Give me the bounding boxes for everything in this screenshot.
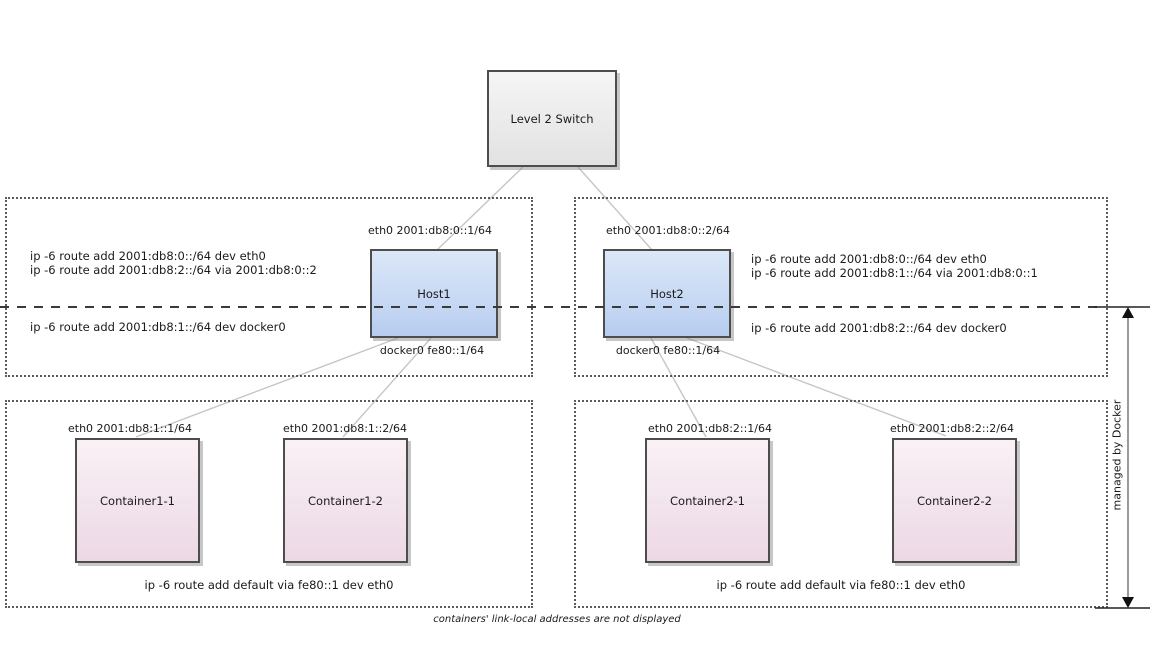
container2-2-label: Container2-2 bbox=[917, 493, 992, 508]
host2-zone bbox=[574, 197, 1108, 377]
host1-route-eth0: ip -6 route add 2001:db8:0::/64 dev eth0 bbox=[30, 249, 266, 263]
container2-2-eth0-label: eth0 2001:db8:2::2/64 bbox=[889, 422, 1015, 435]
container1-1-eth0-label: eth0 2001:db8:1::1/64 bbox=[67, 422, 193, 435]
containers2-default-route: ip -6 route add default via fe80::1 dev … bbox=[716, 578, 966, 592]
host2-docker0-label: docker0 fe80::1/64 bbox=[615, 344, 721, 357]
host1-route-via: ip -6 route add 2001:db8:2::/64 via 2001… bbox=[30, 263, 317, 277]
host1-label: Host1 bbox=[417, 286, 451, 301]
host1-zone bbox=[5, 197, 533, 377]
host2-label: Host2 bbox=[650, 286, 684, 301]
managed-by-arrowhead-up bbox=[1122, 307, 1134, 318]
containers2-zone bbox=[574, 400, 1108, 608]
container1-2-node: Container1-2 bbox=[283, 438, 408, 563]
managed-by-docker-label: managed by Docker bbox=[1110, 399, 1124, 511]
host1-docker0-label: docker0 fe80::1/64 bbox=[379, 344, 485, 357]
switch-node: Level 2 Switch bbox=[487, 70, 617, 167]
host1-node: Host1 bbox=[370, 249, 498, 338]
container2-1-label: Container2-1 bbox=[670, 493, 745, 508]
managed-by-arrowhead-down bbox=[1122, 597, 1134, 608]
container2-1-node: Container2-1 bbox=[645, 438, 770, 563]
container2-1-eth0-label: eth0 2001:db8:2::1/64 bbox=[647, 422, 773, 435]
container1-1-label: Container1-1 bbox=[100, 493, 175, 508]
switch-label: Level 2 Switch bbox=[510, 111, 594, 126]
host2-eth0-label: eth0 2001:db8:0::2/64 bbox=[605, 224, 731, 237]
container1-1-node: Container1-1 bbox=[75, 438, 200, 563]
host2-node: Host2 bbox=[603, 249, 731, 338]
containers1-zone bbox=[5, 400, 533, 608]
host2-upper-routes: ip -6 route add 2001:db8:0::/64 dev eth0… bbox=[751, 252, 1038, 280]
host1-lower-route: ip -6 route add 2001:db8:1::/64 dev dock… bbox=[30, 320, 286, 334]
host2-lower-route: ip -6 route add 2001:db8:2::/64 dev dock… bbox=[751, 321, 1007, 335]
host2-route-via: ip -6 route add 2001:db8:1::/64 via 2001… bbox=[751, 266, 1038, 280]
container1-2-eth0-label: eth0 2001:db8:1::2/64 bbox=[282, 422, 408, 435]
containers1-default-route: ip -6 route add default via fe80::1 dev … bbox=[144, 578, 394, 592]
host1-eth0-label: eth0 2001:db8:0::1/64 bbox=[367, 224, 493, 237]
diagram-caption: containers' link-local addresses are not… bbox=[433, 614, 681, 625]
host1-upper-routes: ip -6 route add 2001:db8:0::/64 dev eth0… bbox=[30, 249, 317, 277]
container1-2-label: Container1-2 bbox=[308, 493, 383, 508]
host2-route-eth0: ip -6 route add 2001:db8:0::/64 dev eth0 bbox=[751, 252, 987, 266]
container2-2-node: Container2-2 bbox=[892, 438, 1017, 563]
